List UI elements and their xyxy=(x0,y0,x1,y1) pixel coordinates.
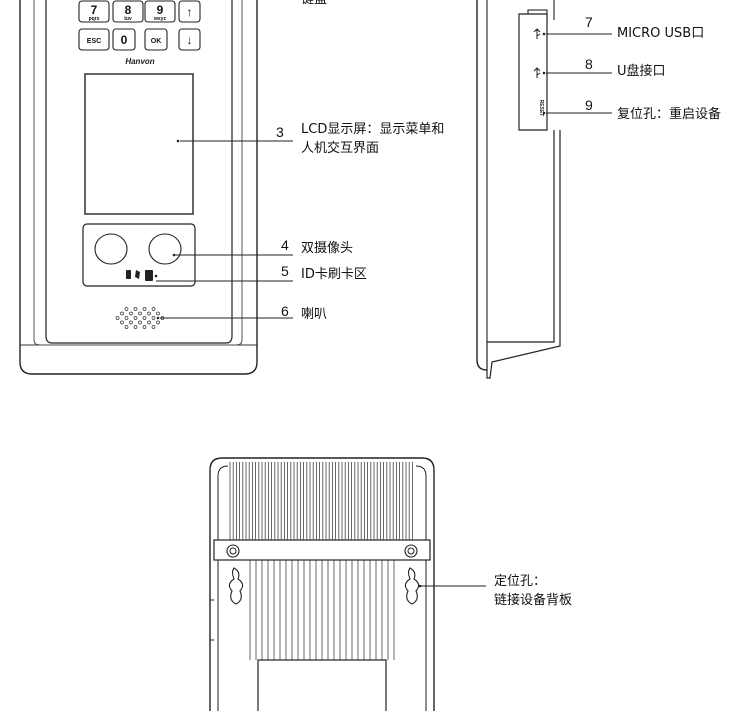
key-down-main: ↓ xyxy=(187,33,193,47)
speaker-hole xyxy=(147,311,151,316)
callout-4-text: 双摄像头 xyxy=(301,241,353,256)
speaker-hole xyxy=(133,325,138,329)
callout-7-number: 7 xyxy=(585,14,593,30)
speaker-hole xyxy=(138,311,142,316)
key-9 xyxy=(144,0,176,23)
speaker-hole xyxy=(124,307,129,311)
speaker-hole xyxy=(151,316,156,320)
side-port-panel xyxy=(518,9,548,131)
speaker-grille xyxy=(115,307,165,329)
speaker-hole xyxy=(129,320,133,325)
key-down xyxy=(178,28,201,51)
key-ok xyxy=(144,28,168,51)
callout-6-text: 喇叭 xyxy=(301,307,327,322)
key-7-sub: pqrs xyxy=(89,16,100,22)
key-9-sub: wxyz xyxy=(153,16,166,22)
key-esc-main: ESC xyxy=(87,38,101,45)
lcd-screen xyxy=(84,73,194,215)
key-0 xyxy=(112,28,136,51)
usb-icon xyxy=(533,67,541,78)
speaker-hole xyxy=(133,307,138,311)
key-esc xyxy=(78,28,110,51)
callout-3-number: 3 xyxy=(276,124,284,140)
key-0-main: 0 xyxy=(121,33,128,47)
callout-3-text-line2: 人机交互界面 xyxy=(301,140,379,156)
mounting-bar xyxy=(213,539,431,561)
key-8-main: 8 xyxy=(125,3,132,17)
speaker-hole xyxy=(138,320,142,325)
key-up-main: ↑ xyxy=(187,5,193,19)
callout-8-text: U盘接口 xyxy=(617,63,666,79)
key-8 xyxy=(112,0,144,23)
speaker-hole xyxy=(156,320,160,325)
speaker-hole xyxy=(115,316,120,320)
camera-lens-right xyxy=(148,233,182,265)
callout-8-number: 8 xyxy=(585,56,593,72)
side-view: RESET 7 MICRO USB口 8 U盘接口 9 复位孔：重启设备 xyxy=(476,0,721,379)
back-callout-line1: 定位孔： xyxy=(494,574,546,589)
key-up xyxy=(178,0,201,23)
key-7-main: 7 xyxy=(91,3,98,17)
callout-4-number: 4 xyxy=(281,237,289,253)
speaker-hole xyxy=(124,325,129,329)
callout-5-text: ID卡刷卡区 xyxy=(301,267,367,282)
partial-top-label: 键盘 xyxy=(301,0,327,7)
key-9-main: 9 xyxy=(157,3,164,17)
speaker-hole xyxy=(120,320,124,325)
speaker-hole xyxy=(156,311,160,316)
speaker-hole xyxy=(129,311,133,316)
callout-5-number: 5 xyxy=(281,263,289,279)
front-view: 7 pqrs 8 tuv 9 wxyz ↑ ESC 0 OK ↓ Hanvon xyxy=(19,0,444,375)
speaker-hole xyxy=(124,316,129,320)
callout-7-text: MICRO USB口 xyxy=(617,26,704,41)
keypad: 7 pqrs 8 tuv 9 wxyz ↑ ESC 0 OK ↓ xyxy=(78,0,201,51)
reset-label: RESET xyxy=(538,100,544,117)
speaker-hole xyxy=(120,311,124,316)
back-recess xyxy=(257,659,387,711)
back-callout-line2: 链接设备背板 xyxy=(494,592,572,608)
speaker-hole xyxy=(151,307,156,311)
speaker-hole xyxy=(142,316,147,320)
speaker-hole xyxy=(142,325,147,329)
mounting-hole-right xyxy=(404,567,420,605)
back-heat-fins xyxy=(229,462,413,660)
key-7 xyxy=(78,0,110,23)
speaker-hole xyxy=(133,316,138,320)
callout-9-number: 9 xyxy=(585,97,593,113)
callout-3-text-line1: LCD显示屏：显示菜单和 xyxy=(301,122,444,137)
key-ok-main: OK xyxy=(151,38,162,45)
micro-usb-icon xyxy=(533,28,541,39)
speaker-hole xyxy=(147,320,151,325)
mounting-hole-left xyxy=(228,567,244,605)
speaker-hole xyxy=(151,325,156,329)
back-view: 定位孔： 链接设备背板 xyxy=(209,457,572,711)
callout-6-number: 6 xyxy=(281,303,289,319)
brand-logo: Hanvon xyxy=(125,57,154,66)
camera-lens-left xyxy=(94,233,128,265)
speaker-hole xyxy=(142,307,147,311)
callout-9-text: 复位孔：重启设备 xyxy=(617,106,721,122)
key-8-sub: tuv xyxy=(124,16,132,22)
card-reader-icon xyxy=(126,270,153,281)
